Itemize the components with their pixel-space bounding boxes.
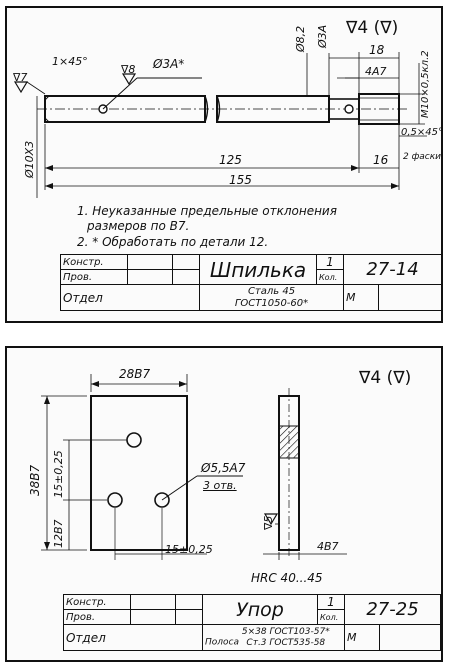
dim-thread: M10×0,5кл.2 [420, 50, 431, 118]
drawing-sheet-stud: ∇4 (∇) 1×45° ∇7 ∇8 Ø3A* Ø8,2 Ø3A 18 4A7 … [5, 6, 443, 323]
tb2-material: Полоса 5×38 ГОСТ103-57* Ст.3 ГОСТ535-58 [202, 624, 345, 651]
tb-qty: 1 [316, 254, 344, 270]
dim-thickness: 4B7 [317, 540, 339, 553]
dim-pitch-h: 15±0,25 [165, 543, 213, 556]
material-line-2: ГОСТ1050-60* [234, 297, 309, 309]
tb-otdel: Отдел [60, 284, 200, 311]
roughness-hole: ∇8 [121, 63, 136, 76]
tb-prov: Пров. [60, 269, 128, 285]
tb2-scale: М [344, 624, 380, 651]
dim-height: 38B7 [28, 464, 42, 496]
tb-qty-label: Кол. [316, 269, 344, 285]
dim-dia-82: Ø8,2 [294, 25, 307, 52]
material2-line-2: Ст.3 ГОСТ535-58 [246, 637, 326, 648]
dim-chamfer-right: 0,5×45° [401, 127, 444, 138]
tb-material: Сталь 45 ГОСТ1050-60* [199, 284, 344, 311]
tb2-konstr: Констр. [63, 594, 131, 610]
dim-len-4a7: 4A7 [365, 65, 387, 78]
dim-width: 28B7 [119, 367, 151, 381]
dim-holes-count: 3 отв. [203, 479, 237, 492]
stop-drawing [41, 374, 347, 560]
material2-line-1: 5×38 ГОСТ103-57* [241, 627, 330, 638]
note-hardness: HRC 40...45 [251, 571, 323, 585]
note-line-3: 2. * Обработать по детали 12. [77, 235, 269, 249]
dim-len-155: 155 [229, 173, 252, 187]
tb2-prov: Пров. [63, 609, 131, 625]
note-chamfers: 2 фаски [403, 152, 442, 162]
dim-hole-dia-2: Ø5,5A7 [201, 461, 246, 475]
dim-shaft-dia: Ø10X3 [23, 140, 36, 178]
dim-len-125: 125 [219, 153, 242, 167]
hole-bottom-right [154, 492, 170, 508]
part-name-2: Упор [202, 594, 318, 625]
title-block-stud: Констр. Шпилька 1 27-14 Пров. Кол. Отдел… [60, 254, 442, 311]
tb2-qty: 1 [317, 594, 345, 610]
surface-finish-mark-2: ∇4 (∇) [359, 368, 412, 388]
material-line-1: Сталь 45 [247, 286, 296, 297]
hole-bottom-left [107, 492, 123, 508]
tb-scale: М [343, 284, 379, 311]
stud-drawing [13, 52, 427, 198]
part-number-2: 27-25 [344, 594, 441, 625]
hole-top [126, 432, 142, 448]
dim-hole-dia: Ø3A* [153, 57, 185, 71]
tb2-qty-label: Кол. [317, 609, 345, 625]
drawing-sheet-stop: ∇4 (∇) 28B7 38B7 15±0,25 12B7 15±0,25 Ø5… [5, 346, 443, 662]
dim-chamfer-left: 1×45° [52, 55, 88, 68]
roughness-edge: ∇5 [262, 515, 275, 530]
tb2-otdel: Отдел [63, 624, 203, 651]
dim-dia-3a: Ø3A [316, 24, 329, 48]
surface-finish-mark: ∇4 (∇) [346, 18, 399, 38]
dim-bottom-offset: 12B7 [52, 519, 65, 548]
material-label: Полоса [205, 637, 239, 648]
part-name: Шпилька [199, 254, 317, 285]
dim-pitch-v: 15±0,25 [52, 450, 65, 498]
note-line-2: размеров по B7. [87, 219, 190, 233]
dim-len-18: 18 [369, 43, 385, 57]
plate-outline [90, 395, 188, 551]
part-number: 27-14 [343, 254, 442, 285]
hole-right [344, 104, 354, 114]
note-line-1: 1. Неуказанные предельные отклонения [77, 204, 337, 218]
roughness-left: ∇7 [13, 71, 28, 84]
tb-konstr: Констр. [60, 254, 128, 270]
title-block-stop: Констр. Упор 1 27-25 Пров. Кол. Отдел По… [63, 594, 441, 651]
dim-len-16: 16 [373, 153, 389, 167]
